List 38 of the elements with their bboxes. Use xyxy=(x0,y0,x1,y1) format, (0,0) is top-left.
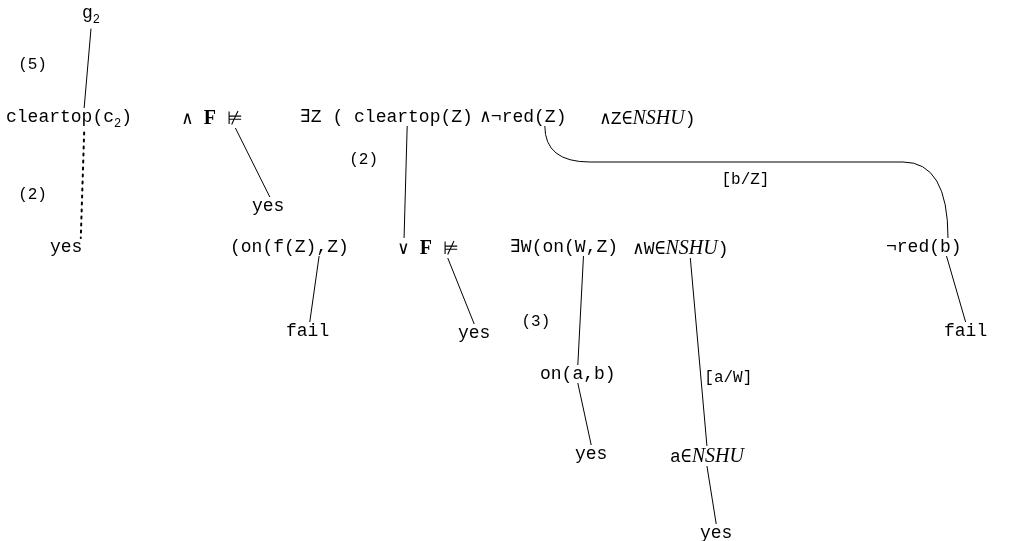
formula-text: ∨ F ⊭ xyxy=(398,236,459,260)
formula-text: fail xyxy=(286,320,330,342)
formula-text: yes xyxy=(575,443,608,465)
formula-text: (on(f(Z),Z) xyxy=(230,236,349,258)
formula-text: g$_{2}$ xyxy=(82,2,100,31)
formula-text: a∈NSHU xyxy=(670,444,744,468)
tree-edge xyxy=(689,257,708,447)
tree-edge xyxy=(83,28,92,109)
formula-text: yes xyxy=(458,322,491,344)
edge-label: [b/Z] xyxy=(721,170,770,190)
tree-edge xyxy=(447,257,475,325)
formula-text: ∧Z∈NSHU) xyxy=(600,106,696,130)
edge-label: (3) xyxy=(521,312,551,332)
tree-edge xyxy=(79,131,86,239)
tree-edge xyxy=(577,255,584,366)
tree-edge xyxy=(309,255,320,323)
formula-text: ∧ F ⊭ xyxy=(182,106,243,130)
formula-text: yes xyxy=(700,522,733,541)
tree-edge xyxy=(234,127,271,198)
formula-text: yes xyxy=(50,236,83,258)
formula-text: ¬red(b) xyxy=(886,236,962,258)
formula-text: ∧¬red(Z) xyxy=(480,106,567,128)
formula-text: ∧W∈NSHU) xyxy=(633,236,729,260)
formula-text: fail xyxy=(944,320,988,342)
formula-text: cleartop(c$_{2}$) xyxy=(6,106,133,135)
edge-label: (2) xyxy=(349,150,378,170)
tree-edge xyxy=(577,382,592,446)
formula-text: ∃Z ( cleartop(Z) xyxy=(300,106,473,128)
tree-edge xyxy=(403,125,408,239)
tree-edge xyxy=(946,255,967,323)
formula-text: yes xyxy=(252,195,285,217)
tree-edge xyxy=(706,465,717,525)
edge-label: (5) xyxy=(18,55,47,75)
tree-edge xyxy=(544,125,949,239)
edge-label: [a/W] xyxy=(704,368,753,388)
edge-label: (2) xyxy=(18,185,47,205)
formula-text: ∃W(on(W,Z) xyxy=(510,236,619,258)
formula-text: on(a,b) xyxy=(540,363,616,385)
